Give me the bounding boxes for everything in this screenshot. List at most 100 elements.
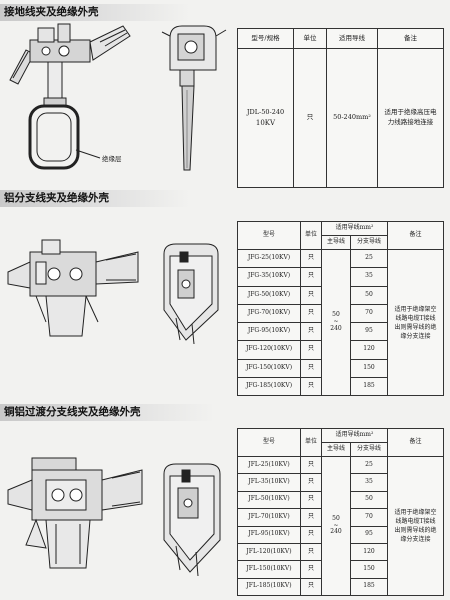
branch-cell: 35 (350, 267, 388, 287)
model-cell: JFG-70(10KV) (237, 303, 301, 324)
model-cell: JFG-185(10KV) (237, 376, 301, 397)
header-branch-wire: 分支导线 (350, 442, 388, 457)
copper-aluminum-branch-cover-drawing (163, 463, 221, 577)
table-row: JDL-50-240 10KV 只 50-240mm² 适用于绝缘高压电力线路接… (237, 48, 444, 188)
copper-aluminum-branch-clamp-drawing (7, 457, 143, 569)
grounding-clamp-cover-drawing (161, 25, 227, 171)
header-model: 型号 (237, 428, 301, 457)
note-cell: 适用于绝缘高压电力线路接地连接 (377, 48, 444, 188)
header-wire: 适用导线mm² (321, 221, 388, 236)
model-cell: JFL-150(10KV) (237, 560, 301, 579)
header-main-wire: 主导线 (321, 442, 351, 457)
branch-cell: 150 (350, 560, 388, 579)
wire-cell: 50-240mm² (326, 48, 378, 188)
unit-cell: 只 (300, 303, 322, 324)
unit-cell: 只 (300, 267, 322, 287)
model-cell: JFL-35(10KV) (237, 473, 301, 492)
model-cell: JDL-50-240 10KV (237, 48, 294, 188)
unit-cell: 只 (300, 321, 322, 342)
table-row: JFL-185(10KV)只 185 (237, 577, 444, 597)
header-main-wire: 主导线 (321, 235, 351, 250)
table-row: JFG-185(10KV)只 185 (237, 376, 444, 397)
main-range-max: 240 (330, 528, 342, 536)
model-line1: JDL-50-240 (246, 108, 285, 117)
model-cell: JFL-185(10KV) (237, 577, 301, 597)
branch-cell: 35 (350, 473, 388, 492)
unit-cell: 只 (300, 376, 322, 397)
branch-cell: 50 (350, 285, 388, 305)
main-range-min: 50 (332, 514, 340, 522)
header-wire: 适用导线 (326, 28, 378, 49)
unit-cell: 只 (300, 560, 322, 579)
branch-cell: 185 (350, 376, 388, 397)
main-wire-range-cell: 50 ~ 240 (321, 249, 351, 396)
model-cell: JFG-120(10KV) (237, 340, 301, 360)
unit-cell: 只 (293, 48, 327, 188)
table-row: JFG-120(10KV)只 120 (237, 340, 444, 360)
branch-cell: 25 (350, 455, 388, 475)
unit-cell: 只 (300, 542, 322, 562)
model-cell: JFG-35(10KV) (237, 267, 301, 287)
section-title-grounding-clamp: 接地线夹及绝缘外壳 (0, 4, 190, 21)
table-row: JFG-95(10KV)只 95 (237, 321, 444, 342)
model-cell: JFL-120(10KV) (237, 542, 301, 562)
branch-cell: 120 (350, 340, 388, 360)
main-range-min: 50 (332, 311, 340, 319)
header-note: 备注 (387, 221, 444, 250)
table-row: JFG-25(10KV) 只 50 ~ 240 25 适用于绝缘架空线路电缆T接… (237, 248, 444, 396)
unit-cell: 只 (300, 248, 322, 269)
unit-cell: 只 (300, 473, 322, 492)
model-cell: JFL-70(10KV) (237, 508, 301, 527)
model-cell: JFL-25(10KV) (237, 455, 301, 475)
grounding-clamp-drawing: 绝缘层 (9, 23, 131, 170)
copper-aluminum-branch-table: 型号 单位 适用导线mm² 备注 主导线 分支导线 JFL-25(10KV) 只… (237, 428, 444, 597)
branch-cell: 70 (350, 303, 388, 324)
unit-cell: 只 (300, 455, 322, 475)
unit-cell: 只 (300, 508, 322, 527)
insulation-layer-label: 绝缘层 (102, 154, 122, 163)
model-cell: JFG-25(10KV) (237, 248, 301, 269)
table-row: JFG-70(10KV)只 70 (237, 303, 444, 324)
model-cell: JFG-95(10KV) (237, 321, 301, 342)
header-unit: 单位 (300, 428, 322, 457)
main-range-max: 240 (330, 324, 342, 332)
table-row: JFG-150(10KV)只 150 (237, 358, 444, 378)
table-row: JFG-35(10KV)只 35 (237, 267, 444, 287)
branch-cell: 95 (350, 321, 388, 342)
branch-cell: 50 (350, 490, 388, 510)
unit-cell: 只 (300, 358, 322, 378)
header-branch-wire: 分支导线 (350, 235, 388, 250)
branch-cell: 70 (350, 508, 388, 527)
header-unit: 单位 (300, 221, 322, 250)
note-cell: 适用于绝缘架空线路电缆T接线出则需导线的绝缘分支连接 (387, 249, 444, 396)
header-model: 型号 (237, 221, 301, 250)
section-title-aluminum-branch-clamp: 铝分支线夹及绝缘外壳 (0, 190, 190, 207)
header-note: 备注 (387, 428, 444, 457)
model-cell: JFL-95(10KV) (237, 525, 301, 544)
aluminum-branch-cover-drawing (163, 243, 219, 345)
table-row: JFL-35(10KV)只 35 (237, 473, 444, 492)
section-title-copper-aluminum-branch-clamp: 铜铝过渡分支线夹及绝缘外壳 (0, 404, 215, 421)
note-cell: 适用于绝缘架空线路电缆T接线出则需导线的绝缘分支连接 (387, 456, 444, 596)
branch-cell: 120 (350, 542, 388, 562)
model-cell: JFL-50(10KV) (237, 490, 301, 510)
branch-cell: 185 (350, 577, 388, 597)
header-wire: 适用导线mm² (321, 428, 388, 443)
table-row: JFL-25(10KV) 只 50 ~ 240 25 适用于绝缘架空线路电缆T接… (237, 455, 444, 596)
header-note: 备注 (377, 28, 444, 49)
model-cell: JFG-150(10KV) (237, 358, 301, 378)
unit-cell: 只 (300, 340, 322, 360)
main-range-sep: ~ (333, 318, 339, 326)
aluminum-branch-clamp-drawing (7, 239, 139, 337)
unit-cell: 只 (300, 577, 322, 597)
main-range-sep: ~ (333, 521, 339, 529)
header-unit: 单位 (293, 28, 327, 49)
model-line2: 10KV (255, 118, 276, 127)
grounding-clamp-table: 型号/规格 单位 适用导线 备注 JDL-50-240 10KV 只 50-24… (237, 28, 444, 188)
branch-cell: 150 (350, 358, 388, 378)
main-wire-range-cell: 50 ~ 240 (321, 456, 351, 596)
header-model: 型号/规格 (237, 28, 294, 49)
